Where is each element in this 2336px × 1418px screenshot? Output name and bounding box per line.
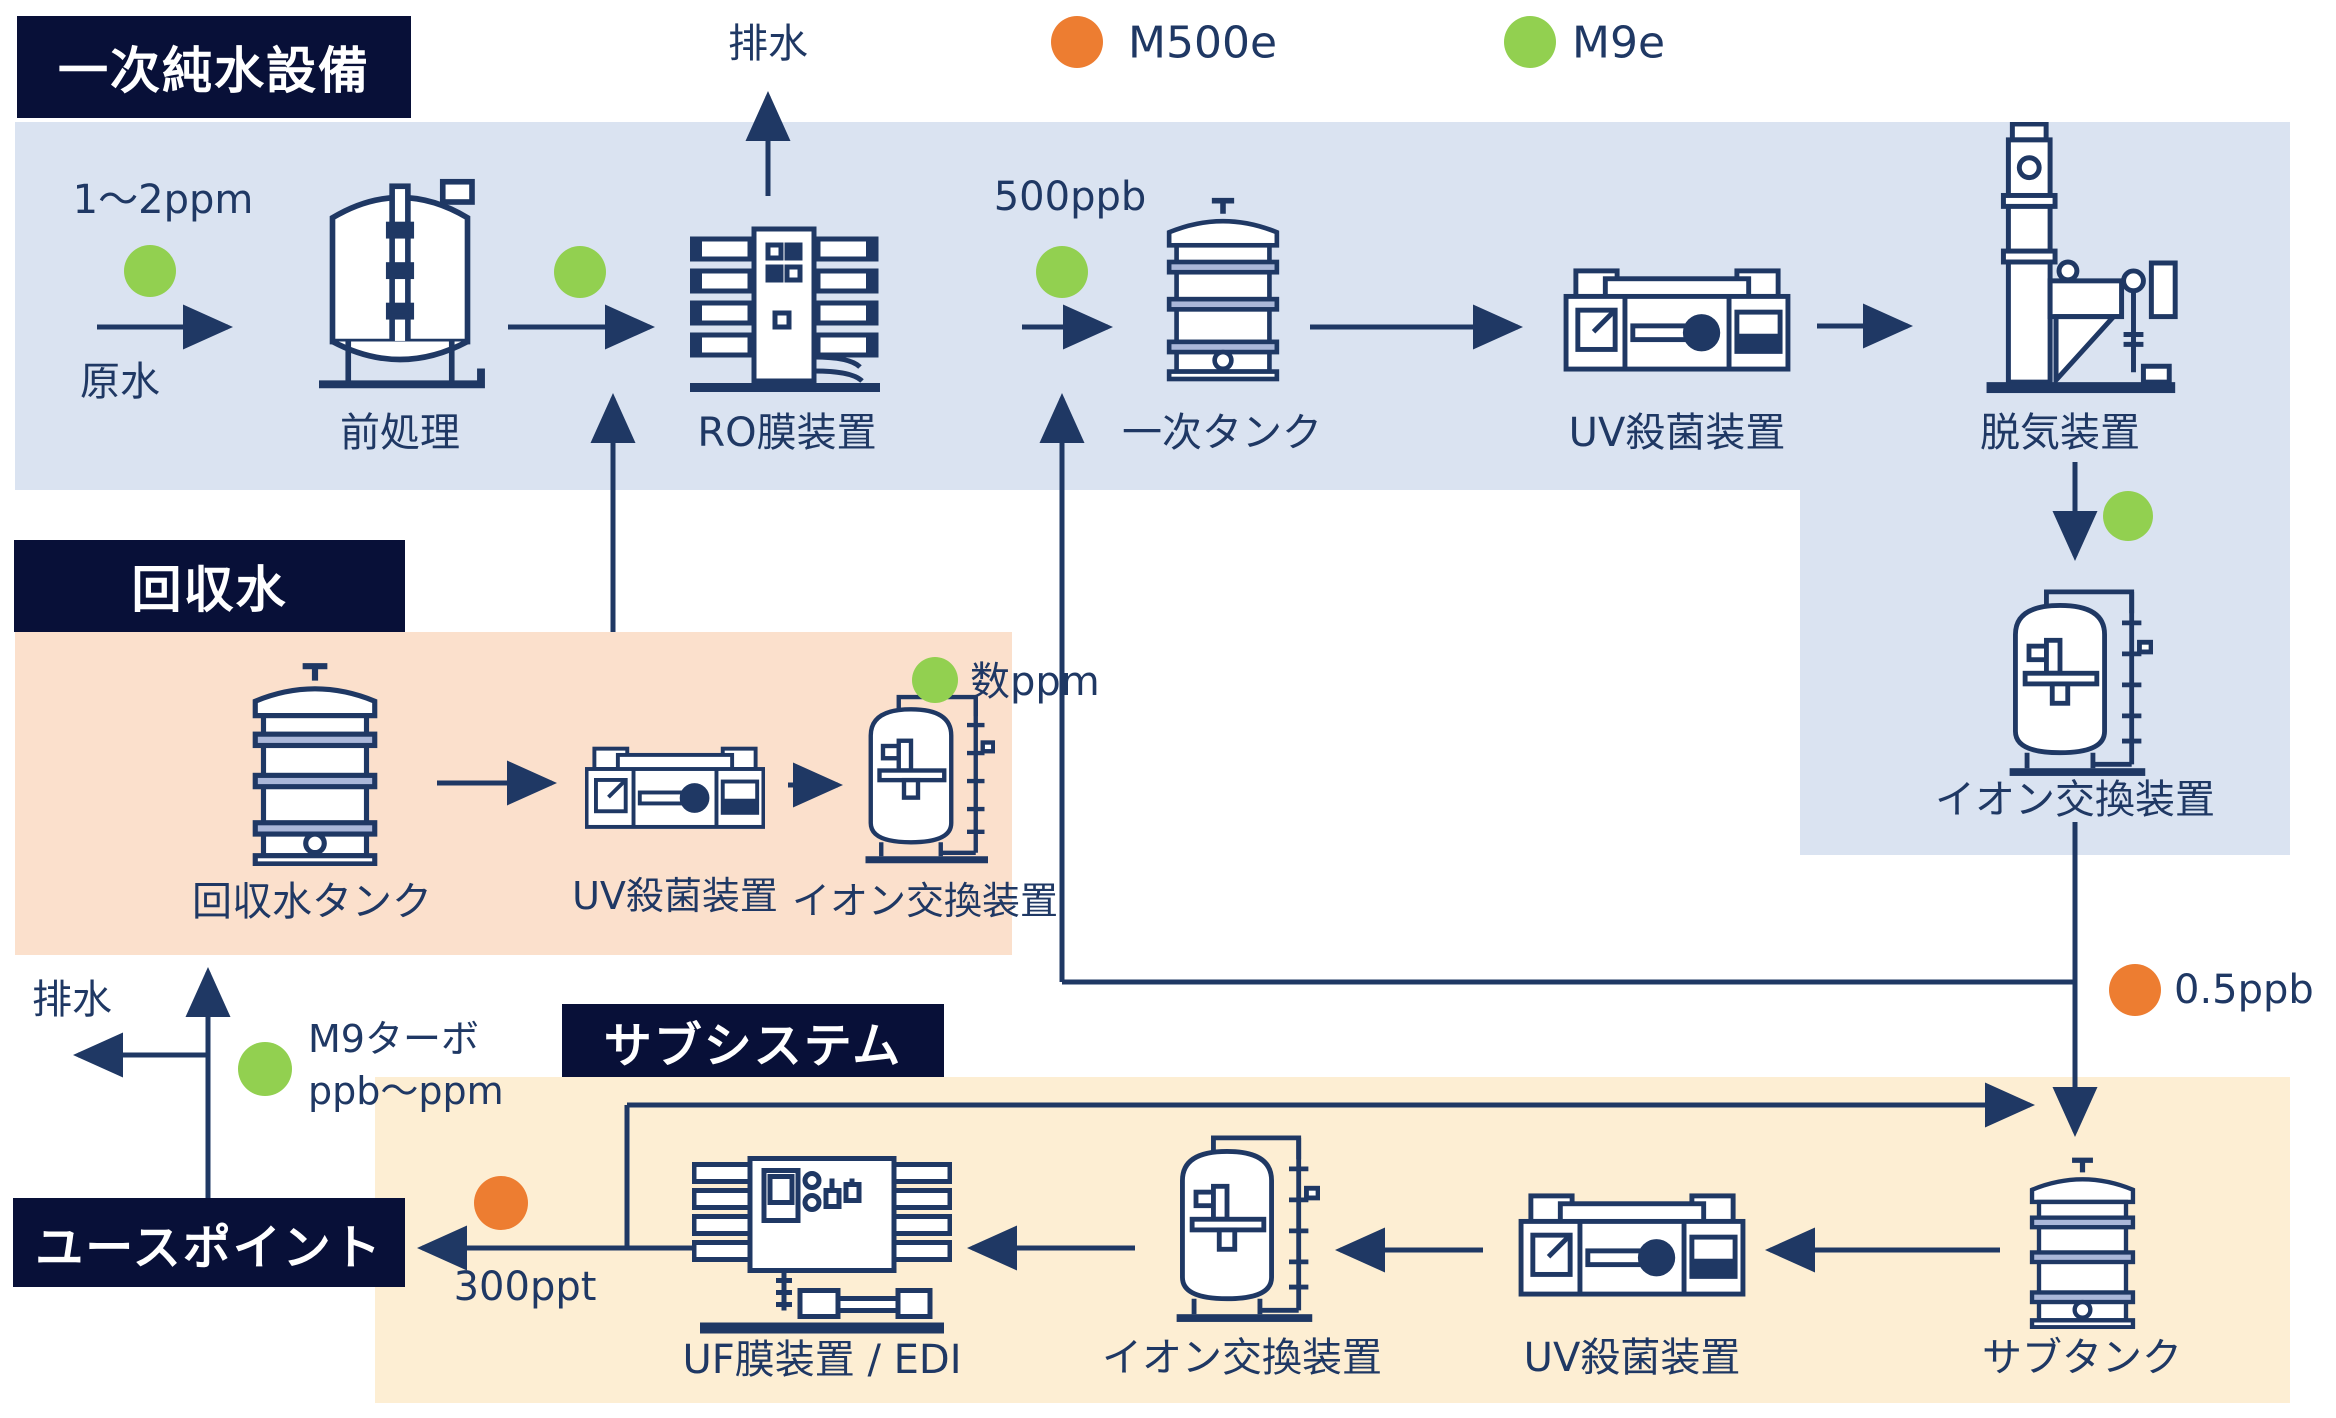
equipment-sub-tank-label: サブタンク xyxy=(1982,1335,2182,1381)
uf-edi-icon xyxy=(692,1150,952,1346)
equipment-ro-label: RO膜装置 xyxy=(697,410,877,456)
m9e-dot-recovery xyxy=(912,657,958,703)
m500e-dot-use-point xyxy=(474,1176,528,1230)
uv-sterilizer-sub-icon xyxy=(1518,1190,1746,1298)
equipment-uv-sub-label: UV殺菌装置 xyxy=(1523,1335,1741,1381)
equipment-deaerator-label: 脱気装置 xyxy=(1980,410,2140,456)
measurement-polish: 0.5ppb xyxy=(2174,967,2314,1013)
equipment-uv-recovery-label: UV殺菌装置 xyxy=(572,874,778,919)
legend-m500e-dot xyxy=(1051,16,1103,68)
ion-exchanger-recovery-icon xyxy=(855,685,995,870)
recovery-section-header: 回収水 xyxy=(14,540,405,632)
equipment-ion-sub-label: イオン交換装置 xyxy=(1102,1335,1382,1381)
subsystem-section-title: サブシステム xyxy=(603,1017,903,1074)
ion-exchanger-primary-icon xyxy=(1998,582,2153,780)
recovery-tank-icon xyxy=(233,660,397,866)
equipment-primary-tank-label: 一次タンク xyxy=(1122,410,1322,456)
m9e-dot-after-ro xyxy=(1036,246,1088,298)
m500e-dot-polish xyxy=(2109,964,2161,1016)
m9e-dot-before-ro xyxy=(554,246,606,298)
m9e-dot-inlet xyxy=(124,245,176,297)
flow-drain-top-label: 排水 xyxy=(728,21,808,67)
measurement-recovery: 数ppm xyxy=(970,659,1100,705)
equipment-uf-edi-label: UF膜装置 / EDI xyxy=(682,1337,962,1383)
m9e-dot-after-deaerator xyxy=(2103,491,2153,541)
flow-drain-left-label: 排水 xyxy=(32,977,112,1023)
measurement-use-point: 300ppt xyxy=(453,1264,597,1310)
measurement-inlet: 1〜2ppm xyxy=(72,177,254,223)
equipment-ion-recovery-label: イオン交換装置 xyxy=(791,879,1059,924)
ion-exchanger-sub-icon xyxy=(1165,1128,1320,1326)
primary-section-title: 一次純水設備 xyxy=(58,42,370,100)
sub-tank-icon xyxy=(2015,1155,2150,1329)
recovery-section-title: 回収水 xyxy=(131,561,288,619)
equipment-pretreatment-label: 前処理 xyxy=(340,410,460,456)
deaerator-icon xyxy=(1948,122,2178,400)
primary-tank-icon xyxy=(1158,182,1288,394)
flow-raw-water-label: 原水 xyxy=(80,359,160,405)
primary-section-header: 一次純水設備 xyxy=(17,16,411,118)
use-point-box: ユースポイント xyxy=(13,1198,405,1287)
equipment-uv-primary-label: UV殺菌装置 xyxy=(1568,410,1786,456)
uv-sterilizer-primary-icon xyxy=(1563,265,1791,373)
m9-turbo-label-line1: M9ターボ xyxy=(308,1017,479,1062)
m9e-dot-use-point xyxy=(238,1042,292,1096)
measurement-after-ro: 500ppb xyxy=(993,174,1147,220)
uv-sterilizer-recovery-icon xyxy=(585,737,765,837)
pretreatment-tank-icon xyxy=(310,168,490,398)
use-point-label: ユースポイント xyxy=(35,1219,383,1276)
legend-m9e-dot xyxy=(1504,16,1556,68)
legend-m9e-label: M9e xyxy=(1572,17,1666,69)
subsystem-section-header: サブシステム xyxy=(562,1004,944,1077)
m9-turbo-label-line2: ppb〜ppm xyxy=(308,1069,504,1114)
equipment-ion-primary-label: イオン交換装置 xyxy=(1935,777,2215,823)
equipment-recovery-tank-label: 回収水タンク xyxy=(192,879,432,925)
ro-membrane-icon xyxy=(690,220,880,402)
legend-m500e-label: M500e xyxy=(1128,17,1278,69)
